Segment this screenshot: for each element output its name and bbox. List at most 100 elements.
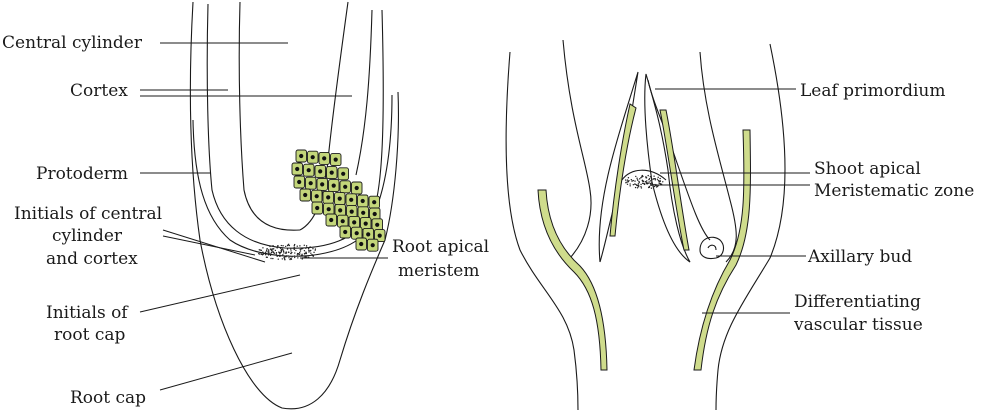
stipple-dot [260, 253, 263, 256]
meristem-cell-cluster [291, 149, 386, 252]
stipple-dot [640, 186, 642, 188]
label-diff-vascular-line1: Differentiating [794, 292, 921, 312]
label-initials-rc-line1: Initials of [46, 303, 129, 323]
cell-nucleus [372, 211, 377, 217]
vascular-leaf-left [609, 103, 637, 237]
stipple-dot [648, 181, 650, 183]
stipple-dot [269, 248, 272, 250]
stipple-dot [634, 186, 637, 189]
stipple-dot [260, 249, 263, 252]
root-apical-meristem-stipple [258, 243, 317, 261]
stipple-dot [648, 186, 651, 188]
stipple-dot [258, 249, 261, 251]
stipple-dot [264, 251, 267, 254]
stipple-dot [301, 247, 304, 250]
stipple-dot [650, 183, 652, 185]
stipple-dot [308, 248, 310, 250]
stipple-dot [652, 178, 654, 180]
stipple-dot [290, 257, 292, 259]
stipple-dot [291, 256, 293, 258]
stipple-dot [262, 253, 265, 255]
stipple-dot [632, 183, 635, 186]
stipple-dot [286, 248, 289, 250]
stipple-dot [293, 244, 296, 247]
cell-nucleus [318, 169, 323, 174]
stipple-dot [296, 245, 298, 247]
stipple-dot [624, 179, 627, 181]
stipple-dot [288, 244, 291, 247]
cell-nucleus [331, 183, 336, 188]
stipple-dot [656, 178, 659, 180]
stipple-dot [640, 177, 642, 179]
stipple-dot [280, 249, 282, 251]
root-cap-outline [189, 1, 399, 410]
stipple-dot [270, 253, 272, 255]
stipple-dot [306, 256, 308, 258]
stipple-dot [650, 182, 653, 184]
stipple-dot [276, 255, 278, 257]
stipple-dot [655, 186, 658, 188]
stipple-dot [294, 256, 296, 259]
cell-nucleus [361, 210, 366, 215]
stipple-dot [289, 255, 291, 258]
stipple-dot [314, 248, 317, 250]
stipple-dot [643, 182, 645, 185]
stipple-dot [314, 249, 316, 251]
stipple-dot [272, 257, 274, 260]
cell-nucleus [333, 157, 338, 162]
stipple-dot [301, 253, 303, 256]
cell-nucleus [329, 170, 334, 175]
shoot-meristematic-stipple [624, 174, 664, 189]
stipple-dot [288, 251, 290, 254]
stem-outline-right [715, 43, 786, 411]
leaf-primordium-inner [647, 79, 711, 241]
stipple-dot [304, 252, 306, 255]
cell-nucleus [359, 241, 364, 247]
cell-nucleus [340, 219, 345, 224]
label-leaf-primordium: Leaf primordium [800, 81, 946, 101]
stipple-dot [277, 258, 279, 260]
stipple-dot [653, 175, 655, 177]
stipple-dot [298, 251, 301, 254]
stipple-dot [300, 254, 303, 257]
stipple-dot [266, 249, 268, 251]
cell-nucleus [366, 232, 371, 237]
leaf-primordium-center [644, 73, 691, 263]
stipple-dot [278, 251, 280, 253]
stipple-dot [654, 179, 657, 181]
stipple-dot [296, 252, 299, 255]
stipple-dot [262, 251, 264, 253]
stipple-dot [626, 179, 629, 181]
stipple-dot [645, 177, 648, 179]
stipple-dot [645, 182, 648, 185]
stipple-dot [658, 182, 660, 184]
cell-nucleus [320, 182, 325, 187]
cell-nucleus [370, 243, 375, 248]
stipple-dot [654, 178, 656, 180]
stipple-dot [262, 247, 264, 249]
central-cylinder-left [238, 1, 301, 231]
cell-nucleus [315, 205, 320, 211]
stipple-dot [272, 244, 274, 247]
stipple-dot [297, 257, 299, 259]
stipple-dot [288, 257, 290, 259]
stipple-dot [290, 252, 292, 255]
cell-nucleus [354, 185, 359, 191]
stipple-dot [271, 250, 274, 252]
cell-nucleus [326, 195, 331, 200]
stipple-dot [301, 254, 304, 257]
stipple-dot [272, 248, 275, 250]
stipple-dot [636, 184, 638, 186]
label-root-apical-line2: meristem [398, 261, 479, 281]
axillary-bud [699, 236, 725, 260]
cortex-inner-right [355, 9, 373, 176]
stipple-dot [269, 245, 271, 248]
stipple-dot [267, 249, 270, 251]
stipple-dot [290, 250, 292, 252]
stipple-dot [270, 251, 273, 254]
stipple-dot [299, 253, 301, 255]
stipple-dot [291, 251, 293, 254]
stipple-dot [305, 252, 307, 254]
stipple-dot [299, 248, 301, 251]
